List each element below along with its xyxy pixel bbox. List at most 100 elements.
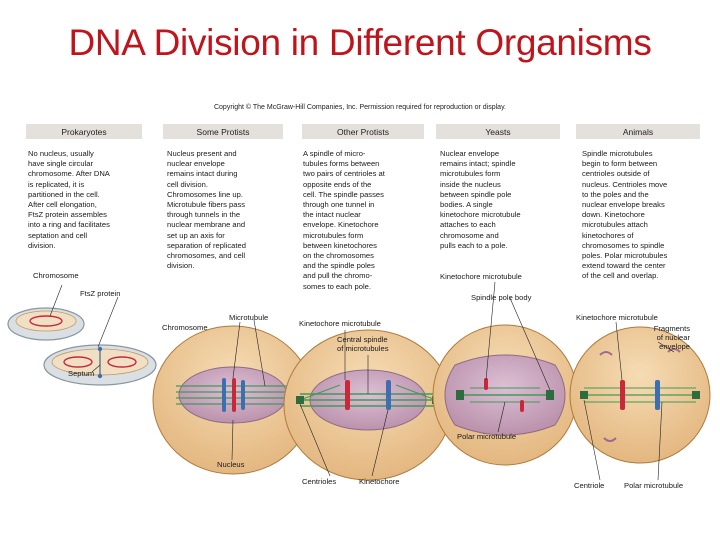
description-line: envelope. Kinetochore xyxy=(303,220,379,230)
page-title: DNA Division in Different Organisms xyxy=(68,22,652,63)
description-line: chromosomes, and cell xyxy=(167,251,246,261)
description-line: remains intact during xyxy=(167,169,238,179)
label-kinetochore-microtubule-animal: Kinetochore microtubule xyxy=(576,313,658,322)
header-other-protists: Other Protists xyxy=(302,124,424,139)
some-protists-cell xyxy=(152,325,314,475)
other-protists-cell xyxy=(283,329,453,481)
label-kinetochore-microtubule-other: Kinetochore microtubule xyxy=(299,319,381,328)
description-line: inside the nucleus xyxy=(440,179,501,189)
description-line: microtubules form xyxy=(440,169,501,179)
description-line: centrioles outside of xyxy=(582,169,650,179)
header-some-protists: Some Protists xyxy=(163,124,283,139)
label-polar-microtubule-yeast: Polar microtubule xyxy=(457,432,517,441)
description-line: remains intact; spindle xyxy=(440,159,516,169)
description-line: to the poles and the xyxy=(582,189,649,199)
description-line: attaches to each xyxy=(440,220,496,230)
header-animals: Animals xyxy=(576,124,700,139)
header-prokaryotes: Prokaryotes xyxy=(26,124,142,139)
description-prokaryotes: No nucleus, usually have single circular… xyxy=(28,149,146,251)
label-nucleus: Nucleus xyxy=(217,460,245,469)
label-centrioles: Centrioles xyxy=(302,477,337,486)
label-microtubule: Microtubule xyxy=(229,313,269,322)
description-line: extend toward the center xyxy=(582,261,666,271)
description-line: Spindle microtubules xyxy=(582,149,653,158)
description-line: poles. Polar microtubules xyxy=(582,251,668,261)
description-line: on the chromosomes xyxy=(303,251,374,261)
label-centriole: Centriole xyxy=(574,481,605,490)
label-kinetochore-microtubule-yeast: Kinetochore microtubule xyxy=(440,272,522,281)
yeast-cell xyxy=(432,324,578,466)
description-line: between kinetochores xyxy=(303,240,377,250)
label-line: Central spindle xyxy=(337,335,388,344)
description-line: kinetochore microtubule xyxy=(440,210,521,220)
description-line: No nucleus, usually xyxy=(28,149,94,158)
copyright-notice: Copyright © The McGraw-Hill Companies, I… xyxy=(213,104,506,111)
label-polar-microtubule-animal: Polar microtubule xyxy=(624,481,684,490)
description-other-protists: A spindle of micro- tubules forms betwee… xyxy=(303,149,425,292)
label-septum: Septum xyxy=(68,369,95,378)
description-line: division. xyxy=(28,240,56,250)
label-kinetochore: Kinetochore xyxy=(359,477,400,486)
description-line: A spindle of micro- xyxy=(303,149,366,158)
description-line: Chromosomes line up. xyxy=(167,189,243,199)
label-line: of nuclear xyxy=(656,333,690,342)
description-line: nuclear membrane and xyxy=(167,220,246,230)
description-line: chromosome. After DNA xyxy=(28,169,110,179)
description-line: the intact nuclear xyxy=(303,210,361,220)
description-line: of the cell and overlap. xyxy=(582,271,659,281)
header-yeasts: Yeasts xyxy=(436,124,560,139)
description-line: down. Kinetochore xyxy=(582,210,645,220)
description-line: through one tunnel in xyxy=(303,200,375,210)
description-line: somes to each pole. xyxy=(303,281,371,291)
description-animals: Spindle microtubules begin to form betwe… xyxy=(582,149,708,282)
description-line: chromosome and xyxy=(440,230,499,240)
description-line: microtubules form xyxy=(303,230,364,240)
label-spindle-pole-body: Spindle pole body xyxy=(471,293,532,302)
description-line: opposite ends of the xyxy=(303,179,372,189)
description-line: and pull the chromo- xyxy=(303,271,373,281)
label-chromosome-prokaryote: Chromosome xyxy=(33,271,79,280)
label-chromosome-protist: Chromosome xyxy=(162,323,208,332)
description-line: is replicated, it is xyxy=(28,179,85,189)
description-line: nucleus. Centrioles move xyxy=(582,179,668,189)
description-line: Nucleus present and xyxy=(167,149,237,158)
label-fragments-nuclear-envelope: Fragments of nuclear envelope xyxy=(640,324,690,351)
label-line: Fragments xyxy=(653,324,690,333)
description-line: through tunnels in the xyxy=(167,210,241,220)
label-leader-lines xyxy=(49,281,675,481)
description-yeasts: Nuclear envelope remains intact; spindle… xyxy=(440,149,564,251)
description-line: set up an axis for xyxy=(167,230,225,240)
description-line: FtsZ protein assembles xyxy=(28,210,107,220)
description-line: into a ring and facilitates xyxy=(28,220,110,230)
label-central-spindle: Central spindle of microtubules xyxy=(337,335,389,353)
description-line: nuclear envelope xyxy=(167,159,225,169)
description-line: partitioned in the cell. xyxy=(28,189,100,199)
description-line: begin to form between xyxy=(582,159,658,169)
description-some-protists: Nucleus present and nuclear envelope rem… xyxy=(167,149,287,271)
description-line: between spindle pole xyxy=(440,189,512,199)
description-line: Nuclear envelope xyxy=(440,149,500,158)
description-line: pulls each to a pole. xyxy=(440,240,508,250)
description-line: nuclear envelope breaks xyxy=(582,200,665,210)
description-line: microtubules attach xyxy=(582,220,648,230)
label-line: of microtubules xyxy=(337,344,389,353)
description-line: bodies. A single xyxy=(440,200,493,210)
description-line: have single circular xyxy=(28,159,93,169)
description-line: separation of replicated xyxy=(167,240,246,250)
description-line: two pairs of centrioles at xyxy=(303,169,385,179)
animal-cell xyxy=(569,326,711,464)
prokaryote-cell-upper xyxy=(7,307,85,341)
description-line: cell division. xyxy=(167,179,208,189)
description-line: and the spindle poles xyxy=(303,261,375,271)
description-line: tubules forms between xyxy=(303,159,380,169)
description-line: cell. The spindle passes xyxy=(303,189,384,199)
description-line: kinetochores of xyxy=(582,230,634,240)
label-ftsz-protein: FtsZ protein xyxy=(80,289,121,298)
description-line: division. xyxy=(167,261,195,271)
label-line: envelope xyxy=(659,342,690,351)
description-line: Microtubule fibers pass xyxy=(167,200,246,210)
description-line: septation and cell xyxy=(28,230,88,240)
description-line: After cell elongation, xyxy=(28,200,97,210)
description-line: chromosomes to spindle xyxy=(582,240,665,250)
